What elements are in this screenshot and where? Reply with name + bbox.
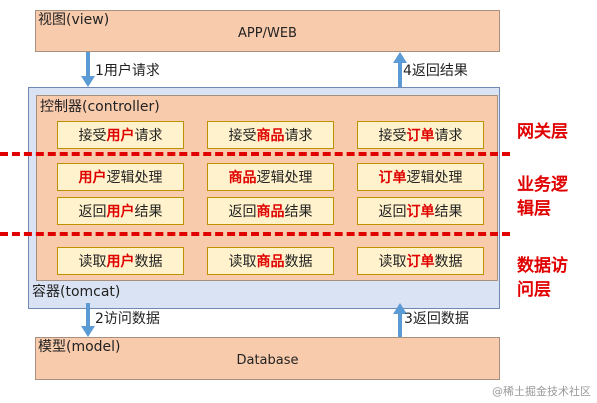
cell-accept-order-request: 接受订单请求: [357, 121, 484, 149]
cell-order-logic: 订单逻辑处理: [357, 163, 484, 191]
arrow-1-label: 1用户请求: [95, 63, 160, 79]
access-arrow-down: [81, 303, 95, 337]
view-text: APP/WEB: [238, 26, 297, 41]
model-text: Database: [236, 353, 299, 368]
container-label: 容器(tomcat): [32, 284, 121, 300]
cell-accept-user-request: 接受用户请求: [57, 121, 184, 149]
result-arrow-up: [393, 52, 407, 88]
layer-data-line1: 数据访: [517, 256, 568, 276]
view-label: 视图(view): [38, 12, 110, 28]
layer-gateway: 网关层: [517, 122, 568, 142]
cell-return-order-result: 返回订单结果: [357, 197, 484, 225]
arrow-2-label: 2访问数据: [95, 311, 160, 327]
cell-accept-product-request: 接受商品请求: [207, 121, 334, 149]
layer-divider-bottom: [0, 232, 510, 236]
controller-label: 控制器(controller): [40, 99, 160, 115]
cell-product-logic: 商品逻辑处理: [207, 163, 334, 191]
cell-return-product-result: 返回商品结果: [207, 197, 334, 225]
data-arrow-up: [393, 303, 407, 338]
arrow-3-label: 3返回数据: [404, 311, 469, 327]
layer-business-line1: 业务逻: [517, 175, 568, 195]
cell-read-order-data: 读取订单数据: [357, 247, 484, 275]
cell-user-logic: 用户逻辑处理: [57, 163, 184, 191]
cell-return-user-result: 返回用户结果: [57, 197, 184, 225]
cell-read-user-data: 读取用户数据: [57, 247, 184, 275]
watermark: @稀土掘金技术社区: [492, 385, 591, 398]
model-box: [35, 337, 500, 380]
cell-read-product-data: 读取商品数据: [207, 247, 334, 275]
model-label: 模型(model): [38, 339, 121, 355]
view-box: [35, 10, 500, 52]
layer-business-line2: 辑层: [517, 199, 551, 219]
arrow-4-label: 4返回结果: [403, 63, 468, 79]
layer-divider-top: [0, 152, 510, 156]
request-arrow-down: [81, 52, 95, 87]
layer-data-line2: 问层: [517, 280, 551, 300]
